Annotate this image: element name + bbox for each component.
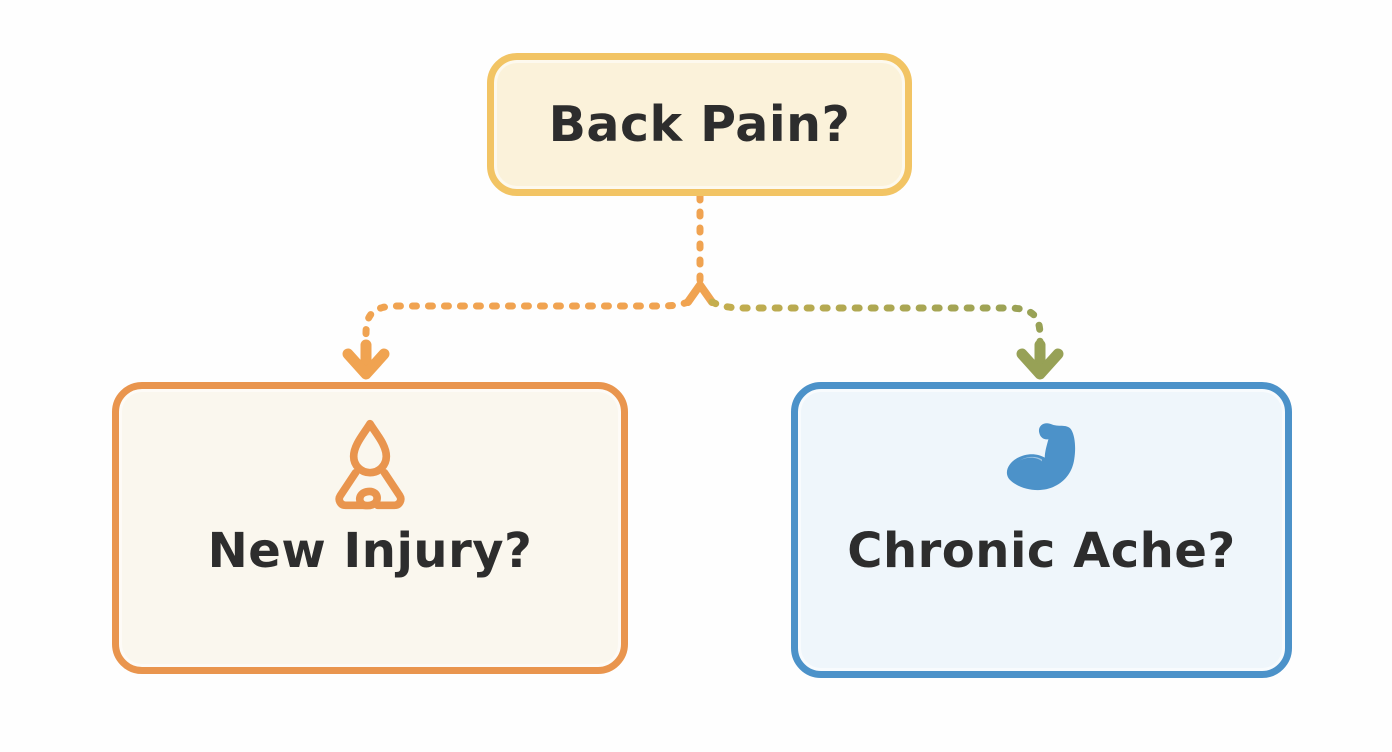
arrow-down-left-icon	[342, 339, 390, 380]
node-chronic-ache: Chronic Ache?	[791, 382, 1292, 678]
connector-split-peak	[684, 281, 716, 306]
node-back-pain-label: Back Pain?	[548, 96, 851, 153]
node-back-pain: Back Pain?	[487, 53, 912, 196]
ice-drop-icon	[322, 417, 418, 513]
arrow-down-right-icon	[1016, 339, 1064, 380]
node-new-injury: New Injury?	[112, 382, 628, 674]
connector-right-branch	[708, 298, 1044, 356]
node-chronic-ache-label: Chronic Ache?	[847, 523, 1236, 579]
connector-left-branch	[362, 298, 692, 356]
node-new-injury-label: New Injury?	[207, 523, 533, 579]
bicep-icon	[994, 417, 1090, 513]
